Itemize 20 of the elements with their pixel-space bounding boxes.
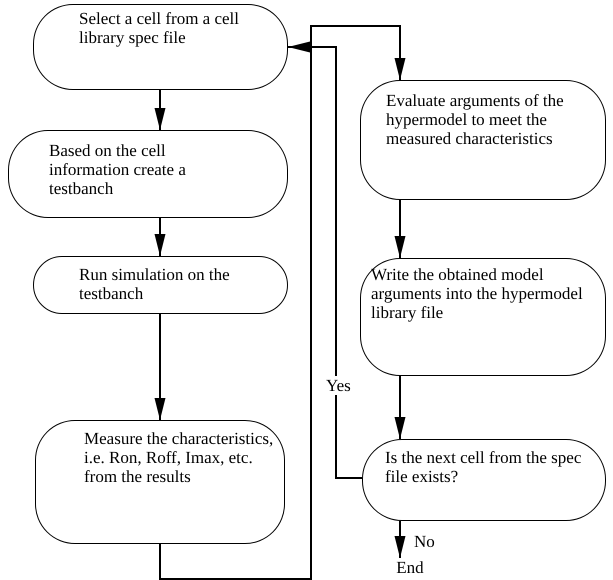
process-box [360, 258, 606, 376]
step-text: Select a cell from a cell library spec file [79, 9, 240, 47]
arrow [154, 314, 166, 420]
arrow [154, 218, 166, 256]
arrow [288, 42, 362, 479]
step-text: Write the obtained model arguments into the hypermodel library file [371, 265, 584, 322]
process-box [360, 80, 606, 200]
process-box [35, 420, 285, 544]
step-text: Measure the characteristics, i.e. Ron, Roff, Imax, etc. from the results [84, 429, 274, 486]
step-text: Is the next cell from the spec file exists? [385, 448, 582, 486]
arrow [394, 200, 406, 258]
arrow [159, 25, 406, 580]
arrow [394, 521, 406, 558]
step-text: Evaluate arguments of the hypermodel to meet the measured characteristics [386, 91, 565, 148]
step-text: Run simulation on the testbanch [79, 265, 231, 303]
step-text: Based on the cell information create a testbanch [49, 141, 187, 198]
arrow [394, 376, 406, 439]
edge-label: Yes [326, 376, 351, 395]
arrow [154, 90, 166, 130]
end-label: End [395, 558, 425, 577]
